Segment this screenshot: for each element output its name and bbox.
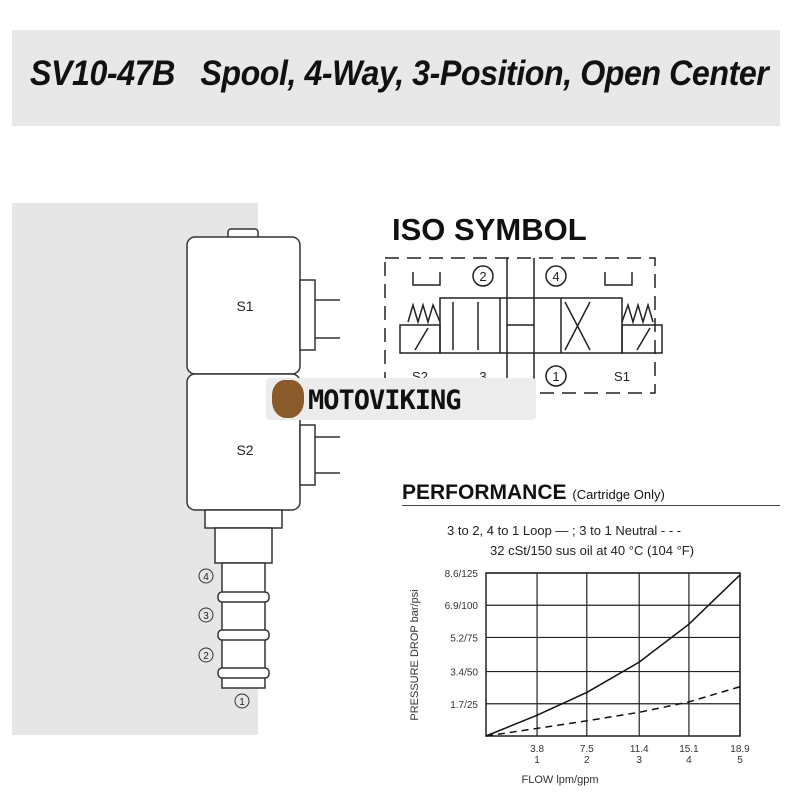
y-tick-label: 3.4/50 bbox=[450, 668, 478, 679]
x-tick-label: 15.1 bbox=[679, 744, 699, 755]
x-tick-label: 18.9 bbox=[730, 744, 750, 755]
chart-subtitle: 32 cSt/150 sus oil at 40 °C (104 °F) bbox=[490, 543, 695, 558]
cartridge-body bbox=[221, 562, 266, 689]
x-tick-label-gpm: 4 bbox=[686, 755, 692, 766]
iso-port-3: 3 bbox=[479, 369, 486, 384]
page-title: SV10-47B Spool, 4-Way, 3-Position, Open … bbox=[30, 54, 769, 93]
connector-s2 bbox=[299, 424, 316, 486]
iso-symbol-title: ISO SYMBOL bbox=[392, 212, 587, 247]
watermark-badge bbox=[266, 378, 536, 420]
iso-port-1: 1 bbox=[552, 369, 559, 384]
solenoid-s2-label: S2 bbox=[236, 442, 253, 458]
x-tick-label-gpm: 3 bbox=[636, 755, 642, 766]
port-label-1: 1 bbox=[239, 697, 245, 708]
x-tick-label-gpm: 5 bbox=[737, 755, 743, 766]
connector-s1 bbox=[299, 279, 316, 351]
divider bbox=[402, 505, 780, 506]
performance-heading: PERFORMANCE (Cartridge Only) bbox=[402, 481, 665, 505]
solenoid-s1-label: S1 bbox=[236, 298, 253, 314]
series-line-dashed bbox=[485, 685, 741, 737]
port-label-2: 2 bbox=[203, 651, 209, 662]
y-tick-label: 5.2/75 bbox=[450, 633, 478, 644]
y-axis-label: PRESSURE DROP bar/psi bbox=[409, 589, 421, 720]
performance-subtitle: (Cartridge Only) bbox=[572, 487, 665, 502]
performance-title: PERFORMANCE bbox=[402, 481, 567, 504]
chart-title: 3 to 2, 4 to 1 Loop — ; 3 to 1 Neutral -… bbox=[447, 523, 682, 538]
x-tick-label-gpm: 2 bbox=[584, 755, 590, 766]
iso-port-2: 2 bbox=[479, 269, 486, 284]
plot-frame bbox=[485, 572, 741, 737]
iso-solenoid-s1: S1 bbox=[614, 369, 630, 384]
x-tick-label-gpm: 1 bbox=[534, 755, 540, 766]
port-label-4: 4 bbox=[203, 572, 209, 583]
y-tick-label: 1.7/25 bbox=[450, 700, 478, 711]
x-axis-label: FLOW lpm/gpm bbox=[521, 774, 598, 786]
port-label-3: 3 bbox=[203, 611, 209, 622]
viking-logo-icon bbox=[272, 380, 304, 418]
y-tick-label: 6.9/100 bbox=[445, 601, 479, 612]
iso-port-4: 4 bbox=[552, 269, 559, 284]
x-tick-label: 7.5 bbox=[580, 744, 594, 755]
watermark-text: MOTOVIKING bbox=[308, 385, 462, 416]
x-tick-label: 3.8 bbox=[530, 744, 544, 755]
series-line-solid bbox=[485, 574, 741, 737]
x-tick-label: 11.4 bbox=[630, 744, 649, 755]
title-band bbox=[12, 30, 780, 126]
cartridge-thread bbox=[214, 527, 273, 564]
y-tick-label: 8.6/125 bbox=[445, 569, 479, 580]
